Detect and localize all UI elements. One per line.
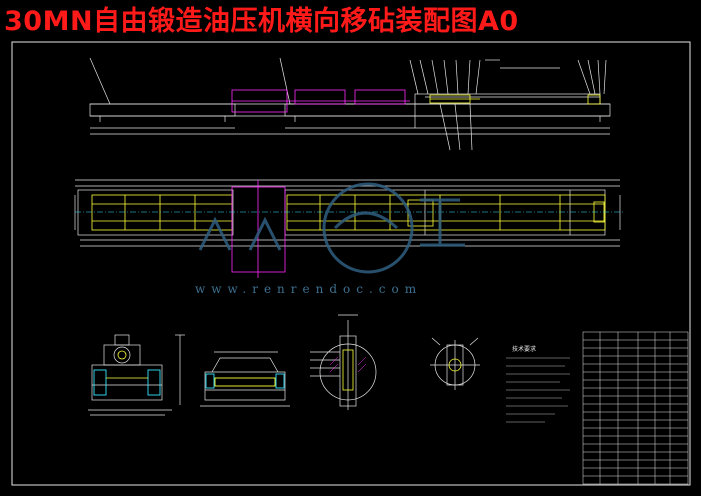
watermark-text: www.renrendoc.com	[195, 282, 423, 296]
sheet-border	[11, 41, 691, 486]
drawing-title: 30MN自由锻造油压机横向移砧装配图A0	[4, 6, 519, 37]
detail-bearing-block	[88, 334, 185, 416]
detail-section-b-yellow	[214, 377, 276, 387]
tech-requirements-lines	[506, 357, 570, 423]
tech-requirements-title: 技术要求	[512, 346, 537, 353]
detail-bearing-block-yellow	[106, 350, 148, 379]
detail-circular-section-yellow	[342, 349, 354, 391]
detail-section-b	[200, 351, 290, 407]
detail-circular-right	[430, 337, 480, 390]
watermark-logo	[198, 182, 465, 274]
detail-circular-section	[310, 314, 377, 410]
elevation-yellow	[429, 94, 601, 105]
elevation-magenta-frame	[231, 89, 410, 113]
elevation-view	[89, 57, 611, 151]
detail-circular-section-hatch	[329, 356, 367, 373]
detail-bearing-block-cyan	[93, 369, 161, 396]
detail-section-b-cyan	[205, 373, 285, 389]
detail-circular-right-yellow	[448, 358, 462, 372]
parts-list-table	[582, 331, 689, 485]
plan-view-magenta	[231, 180, 286, 278]
plan-view-yellow	[91, 194, 606, 231]
